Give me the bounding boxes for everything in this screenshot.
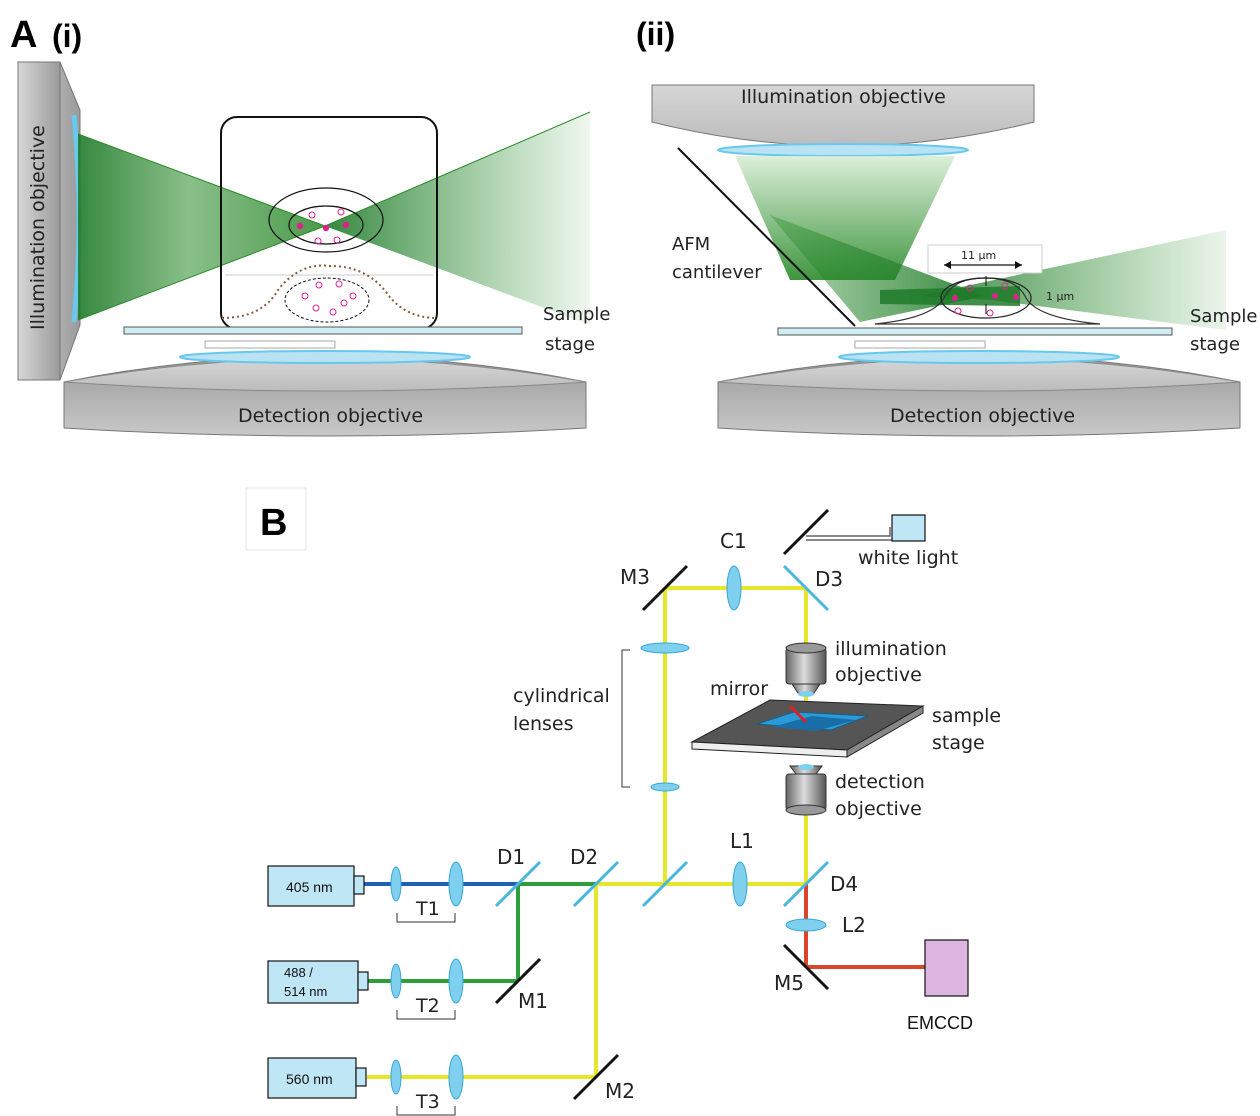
sample-stage-label-i-1: Sample xyxy=(543,304,611,325)
cell-nucleus-lower-i xyxy=(284,277,370,323)
panel-label-i: (i) xyxy=(52,18,82,54)
t1-label: T1 xyxy=(415,898,440,920)
cylindrical-lens-bottom xyxy=(650,782,680,792)
c1-label: C1 xyxy=(720,529,747,553)
sample-stage-i xyxy=(123,326,523,335)
telescope-t1: T1 xyxy=(390,861,464,923)
sample-stage-label-i-2: stage xyxy=(545,334,595,355)
panel-letter-b: B xyxy=(260,502,287,544)
m2-label: M2 xyxy=(605,1079,635,1103)
sample-stage-label-b-2: stage xyxy=(932,732,985,754)
panel-letter-b-box xyxy=(245,487,307,551)
detection-objective-label-i: Detection objective xyxy=(238,405,423,427)
dichroic-d2 xyxy=(572,860,620,908)
d4-label: D4 xyxy=(830,872,858,896)
t3-label: T3 xyxy=(415,1091,440,1113)
telescope-t3: T3 xyxy=(390,1054,464,1116)
fluorophores-i xyxy=(296,208,350,245)
cell-nucleus-i xyxy=(288,205,364,245)
fluorophores-lower-i xyxy=(301,280,357,316)
afm-mirror xyxy=(788,704,808,724)
m3-label: M3 xyxy=(620,565,650,589)
lens-l2 xyxy=(785,918,827,932)
laser-488-label-2: 514 nm xyxy=(284,984,327,999)
lens-c1 xyxy=(726,565,742,611)
detection-objective-label-ii: Detection objective xyxy=(890,405,1075,427)
fluorophores-ii xyxy=(952,282,1019,317)
detection-objective-b: detection objective xyxy=(785,764,925,820)
dichroic-d4 xyxy=(782,860,830,908)
lens-l1 xyxy=(732,861,748,907)
cylindrical-label-2: lenses xyxy=(513,713,574,735)
telescope-t2: T2 xyxy=(390,958,464,1020)
illumination-cone-ii xyxy=(735,156,955,280)
light-sheet-i xyxy=(77,111,591,325)
mirror-m3 xyxy=(641,564,689,612)
emccd-label: EMCCD xyxy=(907,1013,973,1033)
l1-label: L1 xyxy=(730,829,754,853)
t2-label: T2 xyxy=(415,995,440,1017)
sample-stage-label-ii-1: Sample xyxy=(1190,306,1258,327)
sheet-right-ii xyxy=(920,230,1226,330)
dichroic-d3 xyxy=(782,564,830,612)
laser-405: 405 nm xyxy=(267,865,365,907)
detection-objective-i: Detection objective xyxy=(63,350,587,437)
width-label: 11 µm xyxy=(961,249,996,262)
white-light-source xyxy=(891,514,926,542)
dichroic-d1 xyxy=(494,860,542,908)
laser-488-label-1: 488 / xyxy=(284,965,313,980)
d3-label: D3 xyxy=(815,567,843,591)
afm-cantilever xyxy=(677,147,856,327)
l2-label: L2 xyxy=(842,913,866,937)
panel-label-ii: (ii) xyxy=(636,16,675,52)
illumination-objective-b: illumination objective xyxy=(785,638,947,697)
panel-a-i: A (i) Illumination objective xyxy=(10,14,611,437)
d1-label: D1 xyxy=(497,845,525,869)
mirror-white-light xyxy=(782,508,830,556)
laser-488: 488 / 514 nm xyxy=(267,960,369,1004)
cell-outline-outer-i xyxy=(268,187,384,253)
sample-stage-b: mirror sample stage xyxy=(690,678,1001,758)
illumination-objective-label-b-1: illumination xyxy=(835,638,947,660)
detection-objective-ii: Detection objective xyxy=(717,350,1241,437)
panel-a-ii: (ii) Illumination objective AFM cantilev… xyxy=(636,16,1258,437)
cylindrical-label-1: cylindrical xyxy=(513,685,610,707)
sample-stage-ii xyxy=(777,327,1173,336)
panel-letter-a: A xyxy=(10,14,37,56)
illumination-objective-label-b-2: objective xyxy=(835,664,922,686)
m1-label: M1 xyxy=(518,989,548,1013)
mirror-m5 xyxy=(782,943,830,991)
laser-405-label: 405 nm xyxy=(286,879,333,895)
laser-560-label: 560 nm xyxy=(286,1071,333,1087)
laser-560: 560 nm xyxy=(267,1057,367,1099)
mirror-m2 xyxy=(572,1053,620,1101)
height-label: 1 µm xyxy=(1046,290,1074,303)
detection-objective-label-b-1: detection xyxy=(835,771,925,793)
cell-body-i xyxy=(221,264,438,319)
emccd-camera xyxy=(924,939,969,997)
cylindrical-lens-top xyxy=(640,642,690,654)
panel-b: B 405 nm xyxy=(245,487,1001,1116)
white-light-label: white light xyxy=(858,547,958,569)
illumination-objective-ii: Illumination objective xyxy=(651,84,1035,157)
d2-label: D2 xyxy=(570,845,598,869)
sample-stage-label-ii-2: stage xyxy=(1190,334,1240,355)
illumination-objective-label-ii: Illumination objective xyxy=(741,86,946,108)
illumination-objective-label-i: Illumination objective xyxy=(27,125,49,330)
m5-label: M5 xyxy=(774,971,804,995)
afm-label-1: AFM xyxy=(672,234,710,255)
detection-objective-label-b-2: objective xyxy=(835,798,922,820)
dichroic-center xyxy=(641,860,689,908)
mirror-label: mirror xyxy=(710,678,768,700)
afm-label-2: cantilever xyxy=(672,262,762,283)
sample-stage-label-b-1: sample xyxy=(932,705,1001,727)
illumination-objective-i: Illumination objective xyxy=(17,61,82,381)
mirror-m1 xyxy=(494,957,542,1005)
